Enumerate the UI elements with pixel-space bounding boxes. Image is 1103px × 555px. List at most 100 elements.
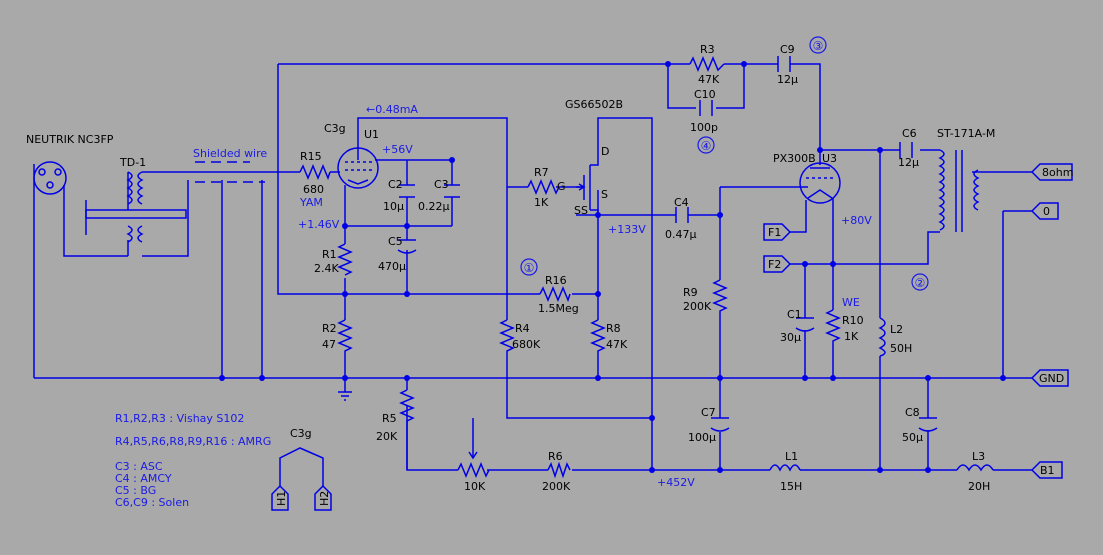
notes: R1,R2,R3 : Vishay S102 R4,R5,R6,R8,R9,R1… <box>115 412 271 509</box>
l2-inductor <box>878 317 886 357</box>
svg-text:0.47µ: 0.47µ <box>665 228 697 241</box>
r6-resistor <box>547 461 571 479</box>
svg-text:F1: F1 <box>768 226 781 239</box>
svg-text:R7: R7 <box>534 166 549 179</box>
svg-text:47K: 47K <box>606 338 628 351</box>
svg-text:B1: B1 <box>1040 464 1055 477</box>
svg-text:R2: R2 <box>322 322 337 335</box>
svg-text:0: 0 <box>1043 205 1050 218</box>
svg-text:L2: L2 <box>890 323 903 336</box>
svg-text:C3g: C3g <box>324 122 346 135</box>
svg-text:R10: R10 <box>842 314 864 327</box>
svg-text:R1: R1 <box>322 248 337 261</box>
svg-text:200K: 200K <box>542 480 571 493</box>
td1-primary <box>126 171 133 205</box>
svg-text:200K: 200K <box>683 300 712 313</box>
note-line: C4 : AMCY <box>115 472 172 485</box>
svg-text:PX300B: PX300B <box>773 152 816 165</box>
svg-text:C9: C9 <box>780 43 795 56</box>
c6-cap <box>899 142 913 158</box>
svg-text:D: D <box>601 145 609 158</box>
port-h2 <box>314 484 332 511</box>
r16-resistor <box>539 286 571 303</box>
svg-text:47K: 47K <box>698 73 720 86</box>
r2-resistor <box>337 319 353 356</box>
svg-text:F2: F2 <box>768 258 781 271</box>
svg-text:+452V: +452V <box>657 476 695 489</box>
r10-resistor <box>825 309 841 346</box>
connector-label: NEUTRIK NC3FP <box>26 133 114 146</box>
note-line: R4,R5,R6,R8,R9,R16 : AMRG <box>115 435 271 448</box>
svg-text:R3: R3 <box>700 43 715 56</box>
svg-text:+56V: +56V <box>382 143 413 156</box>
svg-text:R6: R6 <box>548 450 563 463</box>
svg-text:+80V: +80V <box>841 214 872 227</box>
svg-text:12µ: 12µ <box>777 73 798 86</box>
svg-text:GND: GND <box>1039 372 1064 385</box>
svg-text:R5: R5 <box>382 412 397 425</box>
svg-text:20H: 20H <box>968 480 990 493</box>
c1-cap <box>795 317 815 332</box>
ports: 8ohm 0 GND B1 F1 F2 H1 H2 <box>271 163 1073 511</box>
svg-text:R16: R16 <box>545 274 567 287</box>
svg-text:10K: 10K <box>464 480 486 493</box>
c3-cap <box>444 184 460 198</box>
ot-primary <box>938 149 945 231</box>
c2-cap <box>399 184 415 198</box>
port-gnd <box>1030 369 1069 387</box>
r9-resistor <box>712 279 728 316</box>
svg-text:U1: U1 <box>364 128 379 141</box>
c8-cap <box>918 417 938 432</box>
svg-text:GS66502B: GS66502B <box>565 98 623 111</box>
r3-resistor <box>689 56 725 72</box>
r15-resistor <box>299 164 331 181</box>
markers: ① ② ③ ④ <box>520 36 929 291</box>
port-b1 <box>1030 461 1063 479</box>
svg-text:C10: C10 <box>694 88 716 101</box>
svg-text:C3g: C3g <box>290 427 312 440</box>
svg-text:50H: 50H <box>890 342 912 355</box>
note-line: R1,R2,R3 : Vishay S102 <box>115 412 244 425</box>
svg-text:1.5Meg: 1.5Meg <box>538 302 579 315</box>
svg-text:R4: R4 <box>515 322 530 335</box>
xlr-connector <box>33 161 67 195</box>
svg-text:100p: 100p <box>690 121 718 134</box>
r5-resistor <box>399 389 415 430</box>
c4-cap <box>675 207 689 223</box>
svg-text:100µ: 100µ <box>688 431 716 444</box>
port-h1 <box>271 484 289 511</box>
svg-text:12µ: 12µ <box>898 156 919 169</box>
svg-text:47: 47 <box>322 338 336 351</box>
r4-resistor <box>499 319 515 356</box>
port-8ohm <box>1030 163 1073 181</box>
svg-text:S: S <box>601 188 608 201</box>
svg-text:C4: C4 <box>674 196 689 209</box>
components <box>33 56 994 479</box>
svg-text:U3: U3 <box>822 152 837 165</box>
u3-tube <box>799 162 841 204</box>
note-line: C5 : BG <box>115 484 156 497</box>
svg-text:C2: C2 <box>388 178 403 191</box>
junctions <box>219 61 1006 473</box>
svg-text:+133V: +133V <box>608 223 646 236</box>
svg-text:8ohm: 8ohm <box>1042 166 1073 179</box>
l3-inductor <box>956 464 994 472</box>
svg-text:C8: C8 <box>905 406 920 419</box>
svg-text:50µ: 50µ <box>902 431 923 444</box>
svg-text:H1: H1 <box>275 491 288 506</box>
svg-text:C7: C7 <box>701 406 716 419</box>
port-0 <box>1030 202 1059 220</box>
svg-text:YAM: YAM <box>299 196 323 209</box>
svg-text:R8: R8 <box>606 322 621 335</box>
svg-text:C1: C1 <box>787 308 802 321</box>
svg-text:1K: 1K <box>844 330 859 343</box>
svg-text:WE: WE <box>842 296 860 309</box>
svg-text:C6: C6 <box>902 127 917 140</box>
r7-resistor <box>527 179 560 195</box>
svg-text:470µ: 470µ <box>378 260 406 273</box>
port-f2 <box>763 255 792 273</box>
svg-text:15H: 15H <box>780 480 802 493</box>
svg-text:680K: 680K <box>512 338 541 351</box>
svg-text:2.4K: 2.4K <box>314 262 339 275</box>
